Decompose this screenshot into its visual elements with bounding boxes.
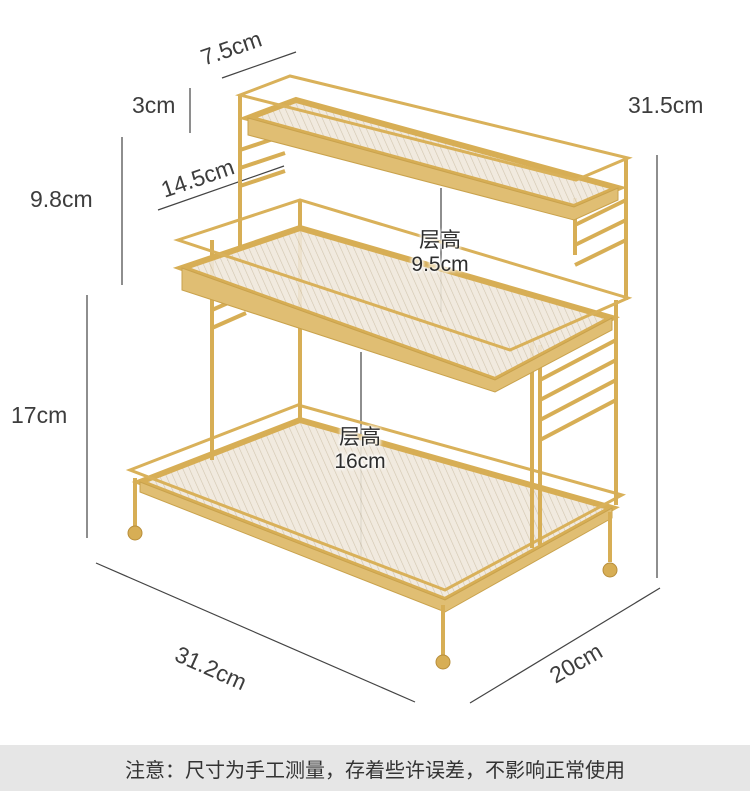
top-rim-label: 3cm	[132, 92, 176, 118]
footer-note-bar: 注意：尺寸为手工测量，存着些许误差，不影响正常使用	[0, 745, 750, 791]
lower-layer-height: 层高 16cm	[320, 426, 400, 474]
shelf-rack-drawing	[86, 51, 661, 704]
top-depth-line	[221, 51, 297, 79]
depth-line	[469, 587, 661, 704]
bottom-tier	[125, 403, 627, 670]
lower-layer-height-title: 层高	[339, 426, 381, 449]
top-tier	[235, 74, 633, 221]
upper-height-label: 9.8cm	[30, 186, 93, 212]
lower-height-label: 17cm	[11, 402, 68, 428]
side-rungs	[211, 133, 627, 442]
lower-layer-height-value: 16cm	[334, 450, 386, 473]
width-line	[95, 562, 416, 703]
upper-layer-height: 层高 9.5cm	[400, 229, 480, 277]
product-illustration: 7.5cm 3cm 14.5cm 9.8cm 31.5cm 17cm 31.2c…	[11, 26, 704, 704]
upper-layer-height-value: 9.5cm	[411, 253, 469, 276]
middle-depth-line	[157, 165, 285, 211]
upper-layer-height-title: 层高	[419, 229, 461, 252]
footer-note: 注意：尺寸为手工测量，存着些许误差，不影响正常使用	[125, 757, 625, 782]
total-height-label: 31.5cm	[628, 92, 704, 118]
middle-tier	[172, 198, 633, 393]
